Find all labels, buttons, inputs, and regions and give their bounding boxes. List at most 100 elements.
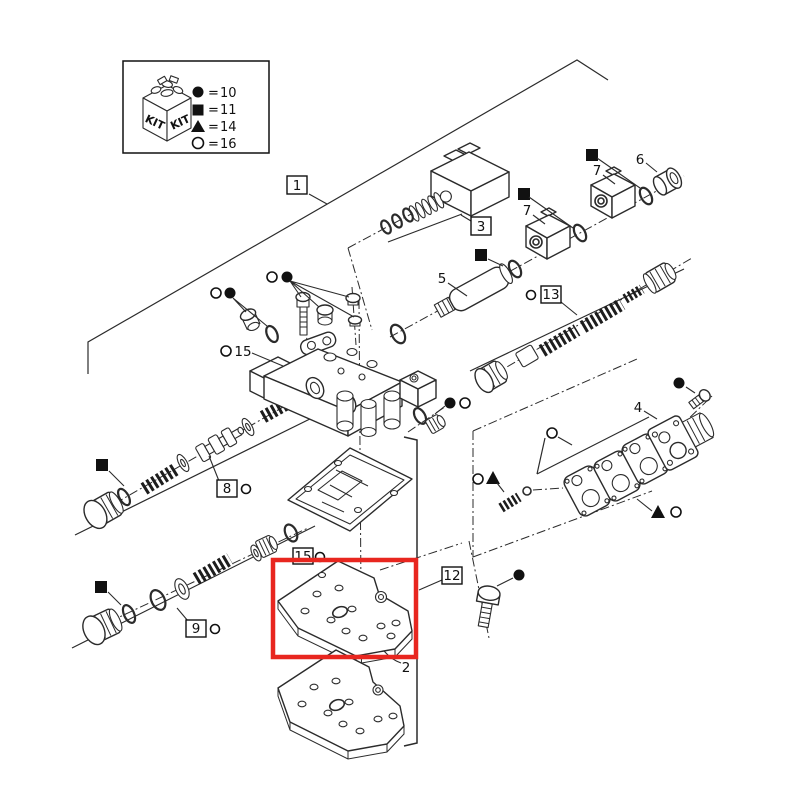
kit-legend: KIT KIT = 10 = 11 = 14 = 16: [122, 60, 270, 154]
callout-box-3: [470, 216, 492, 236]
solenoid-block-7-upper: [590, 166, 636, 219]
solenoid-block-7-lower: [525, 207, 571, 260]
group13-plug-2: [642, 262, 677, 294]
legend-eq-2: =: [208, 120, 219, 135]
callout-7-lower: 7: [523, 203, 532, 219]
open-circle-icon: [472, 473, 484, 485]
legend-eq-1: =: [208, 103, 219, 118]
open-circle-icon: [210, 287, 222, 299]
left-plug-o-ring: [265, 324, 279, 344]
callout-6: 6: [636, 152, 645, 168]
callout-box-8: [216, 479, 238, 498]
group8-washer-2: [241, 417, 255, 437]
group9-o-ring: [149, 589, 167, 611]
group8-plug: [83, 491, 124, 530]
plate2-oval-slot: [331, 605, 349, 619]
gasket-region-border: [472, 358, 653, 558]
valve-body: [249, 331, 437, 438]
callout-15-plain: 15: [234, 344, 251, 360]
o-ring-7-lower: [572, 223, 588, 243]
callout-box-12: [441, 566, 463, 585]
open-circle-icon: [546, 427, 558, 439]
group9-o-ring-2: [283, 523, 299, 543]
filled-circle-icon: [444, 397, 456, 409]
open-circle-icon: [525, 289, 537, 301]
group8-spring-1: [140, 463, 180, 495]
highlight-box-part2: [270, 557, 419, 660]
legend-eq-0: =: [208, 86, 219, 101]
legend-filled-square-icon: [192, 104, 204, 116]
spring14-axis: [532, 487, 564, 491]
callout-2: 2: [402, 660, 411, 676]
group13-spring-2: [579, 298, 626, 333]
main-plane-outline: [87, 59, 609, 374]
kit-symbols: [95, 149, 685, 635]
callout-13: 13: [542, 287, 559, 303]
callout-7-upper: 7: [593, 163, 602, 179]
legend-value-16: 16: [220, 137, 237, 152]
group9-cap: [255, 534, 278, 558]
valve-body-top-screws: [239, 291, 363, 344]
group5-snap-ring: [389, 323, 407, 345]
group9-spring: [192, 553, 234, 585]
filled-circle-icon: [281, 271, 293, 283]
screw-12: [475, 585, 501, 629]
group4-assembly: [563, 389, 715, 517]
o-ring-7-upper: [638, 186, 654, 206]
filled-circle-icon: [513, 569, 525, 581]
kit-box-icon: KIT KIT: [142, 75, 193, 142]
plate2-outline: [277, 560, 413, 657]
solenoid7-upper-bore: [594, 194, 608, 208]
group4-plane-line: [536, 416, 650, 475]
group8-assembly: [83, 392, 301, 530]
screw12-axis: [379, 540, 490, 639]
filled-square-icon: [518, 188, 530, 200]
group9-axis: [93, 527, 309, 630]
group9-seat: [174, 578, 190, 600]
group8-o-ring: [116, 487, 132, 507]
open-circle-icon: [240, 483, 252, 495]
callout-box-9: [185, 619, 207, 638]
callout-8: 8: [223, 481, 232, 497]
intermediate-plate-part2: [277, 560, 413, 665]
side-plug: [425, 414, 446, 434]
filled-circle-icon: [673, 377, 685, 389]
button-screw-2: [347, 315, 363, 327]
group9-snap-ring: [121, 604, 137, 624]
side-plug-o-ring: [412, 407, 428, 425]
solenoid3-o-ring-2: [391, 213, 403, 229]
callout-12: 12: [443, 568, 460, 584]
group5-assembly: [389, 259, 523, 345]
bottom-plate: [277, 649, 405, 760]
side-plug-assembly: [412, 407, 446, 434]
group13-spacer: [515, 344, 539, 368]
filled-square-icon: [586, 149, 598, 161]
legend-eq-3: =: [208, 137, 219, 152]
legend-filled-triangle-icon: [191, 120, 205, 132]
group9-plug: [82, 608, 123, 646]
open-circle-icon: [209, 623, 221, 635]
bolt-4: [688, 389, 711, 410]
long-bolt: [295, 291, 311, 336]
button-screw-1: [345, 292, 361, 306]
group8-spool: [195, 426, 245, 463]
callout-box-1: [286, 175, 308, 195]
group13-spring-3: [622, 284, 645, 304]
callout-5: 5: [438, 271, 447, 287]
callout-4: 4: [634, 400, 643, 416]
left-plug: [239, 308, 261, 332]
solenoid7-lower-bore: [529, 235, 543, 249]
filled-square-icon: [475, 249, 487, 261]
filled-square-icon: [95, 581, 107, 593]
open-circle-icon: [266, 271, 278, 283]
legend-value-11: 11: [220, 103, 237, 118]
filled-circle-icon: [224, 287, 236, 299]
group5-spool: [433, 263, 513, 318]
filled-square-icon: [96, 459, 108, 471]
leader-lines: [107, 157, 696, 664]
body-right-end-block: [399, 370, 437, 408]
solenoid3-plane-line: [387, 213, 463, 243]
callout-1: 1: [293, 178, 302, 194]
